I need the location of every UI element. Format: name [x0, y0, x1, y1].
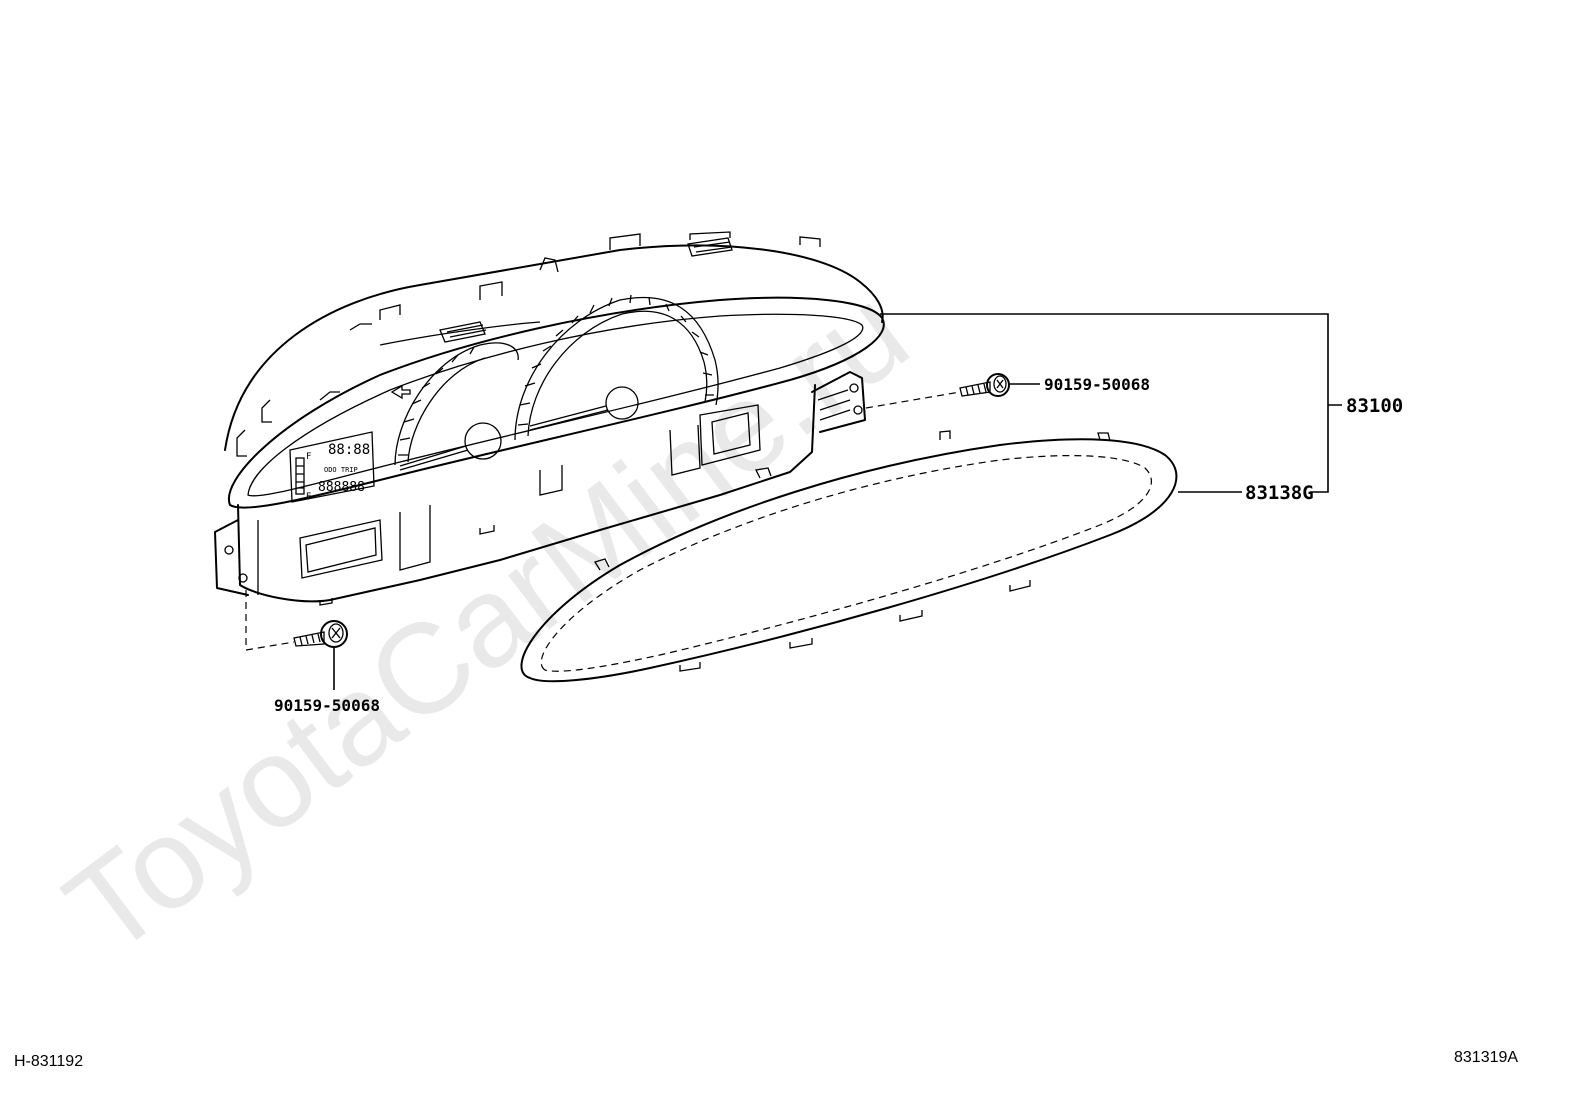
- odometer-readout: 888888: [318, 480, 365, 495]
- alignment-line-upper: [865, 391, 961, 409]
- label-bolt-lower: 90159-50068: [274, 696, 380, 715]
- label-glass: 83138G: [1245, 482, 1314, 504]
- lcd-display: F E 88:88 ODO TRIP 888888: [289, 431, 375, 503]
- label-bolt-upper: 90159-50068: [1044, 375, 1150, 394]
- odo-trip-label: ODO TRIP: [324, 466, 358, 474]
- clock-readout: 88:88: [328, 442, 370, 458]
- alignment-line-lower: [245, 590, 295, 651]
- fuel-full-label: F: [306, 452, 311, 462]
- combination-meter-assembly[interactable]: F E 88:88 ODO TRIP 888888: [214, 231, 885, 606]
- screw-upper[interactable]: [959, 373, 1010, 397]
- diagram-code-right: 831319A: [1454, 1049, 1518, 1066]
- fuel-empty-label: E: [306, 492, 311, 502]
- watermark: ToyotaCarMine.ru: [41, 260, 934, 982]
- meter-glass[interactable]: [520, 430, 1178, 683]
- leader-assembly-bracket: [880, 313, 1342, 493]
- diagram-code-left: H-831192: [14, 1053, 83, 1070]
- label-assembly: 83100: [1346, 395, 1403, 417]
